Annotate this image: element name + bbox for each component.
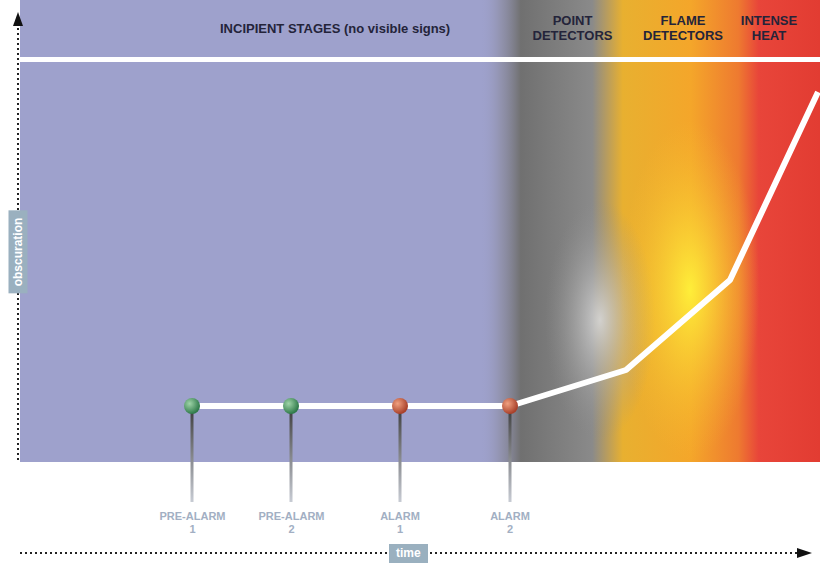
- stage-band: FLAME DETECTORS: [619, 13, 747, 43]
- axis-label: time: [389, 544, 428, 563]
- stage-label: INCIPIENT STAGES (no visible signs): [220, 21, 450, 36]
- stage-band: INCIPIENT STAGES (no visible signs): [220, 21, 450, 36]
- stage-label: FLAME DETECTORS: [619, 13, 747, 43]
- axis-label: obscuration: [9, 211, 28, 294]
- stage-label: INTENSE HEAT: [722, 13, 816, 43]
- alarm-label: ALARM 1: [376, 510, 424, 536]
- alarm-label: PRE-ALARM 1: [155, 510, 230, 536]
- axis-tag: obscuration: [9, 211, 28, 294]
- stage-label: POINT DETECTORS: [511, 13, 634, 43]
- stage-band: INTENSE HEAT: [722, 13, 816, 43]
- alarm-label: ALARM 2: [486, 510, 534, 536]
- stage-band: POINT DETECTORS: [511, 13, 634, 43]
- alarm-label: PRE-ALARM 2: [254, 510, 329, 536]
- axis-tag: time: [389, 544, 428, 563]
